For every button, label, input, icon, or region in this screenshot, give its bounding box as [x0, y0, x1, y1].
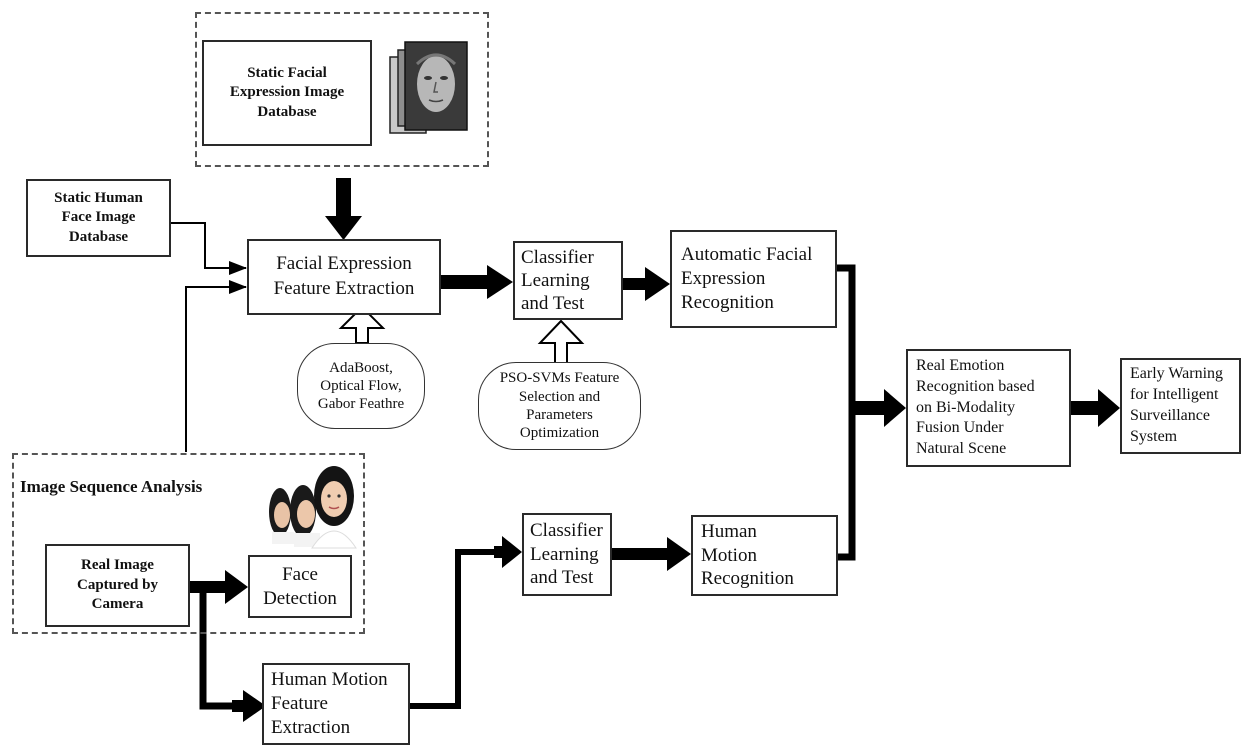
static-face-db-line: Database: [68, 228, 129, 245]
classifier-bottom-box: Classifier Learning and Test: [522, 513, 612, 596]
auto-recognition-line: Recognition: [681, 292, 774, 314]
arrow-classifier-to-auto-recognition: [623, 267, 670, 301]
early-warning-line: Surveillance: [1130, 407, 1210, 424]
image-sequence-title: Image Sequence Analysis: [20, 477, 203, 496]
image-sequence-group: [12, 453, 365, 634]
static-face-db-line: Static Human: [54, 189, 143, 206]
pso-svm-bubble: PSO-SVMs Feature Selection and Parameter…: [478, 362, 641, 450]
feature-extraction-line: Facial Expression: [276, 253, 412, 275]
feature-methods-line: AdaBoost,: [329, 359, 393, 376]
motion-recognition-box: Human Motion Recognition: [691, 515, 838, 596]
pso-svm-line: Optimization: [519, 425, 600, 442]
arrow-pso-to-classifier: [537, 319, 585, 364]
early-warning-box: Early Warning for Intelligent Surveillan…: [1120, 358, 1241, 454]
face-detection-line: Face: [282, 563, 318, 585]
early-warning-line: System: [1130, 427, 1178, 445]
line-motion-extraction-to-classifier: [410, 549, 498, 709]
motion-recognition-line: Motion: [701, 544, 757, 566]
static-expression-db-line: Database: [257, 103, 317, 120]
arrow-into-classifier-bottom: [494, 536, 522, 568]
classifier-top-line: Classifier: [521, 246, 594, 268]
static-expression-db-group: [195, 12, 489, 167]
early-warning-line: for Intelligent: [1130, 386, 1219, 404]
auto-recognition-line: Expression: [681, 267, 766, 289]
real-emotion-line: Recognition based: [916, 377, 1035, 395]
classifier-top-box: Classifier Learning and Test: [513, 241, 623, 320]
motion-recognition-line: Human: [701, 520, 757, 542]
arrow-fusion-to-warning: [1071, 389, 1120, 427]
arrow-sequence-to-extraction: [185, 280, 247, 452]
arrow-into-motion-extraction: [232, 690, 266, 722]
real-emotion-line: on Bi-Modality: [916, 398, 1016, 416]
real-emotion-line: Real Emotion: [916, 357, 1005, 374]
feature-extraction-line: Feature Extraction: [273, 278, 415, 299]
real-image-box: Real Image Captured by Camera: [45, 544, 190, 627]
real-emotion-box: Real Emotion Recognition based on Bi-Mod…: [906, 349, 1071, 467]
face-detection-box: Face Detection: [248, 555, 352, 618]
static-face-db-box: Static Human Face Image Database: [26, 179, 171, 257]
arrow-classifier-to-motion-recognition: [612, 537, 691, 571]
line-real-image-to-motion-extraction: [199, 590, 236, 710]
feature-methods-line: Optical Flow,: [320, 377, 402, 394]
arrow-into-fusion: [852, 389, 906, 427]
line-auto-recognition-to-fusion: [837, 264, 856, 561]
feature-extraction-box: Facial Expression Feature Extraction: [247, 239, 441, 315]
static-expression-db-line: Static Facial: [247, 64, 327, 81]
static-expression-db-line: Expression Image: [229, 84, 345, 101]
motion-extraction-line: Human Motion: [271, 669, 388, 691]
motion-extraction-box: Human Motion Feature Extraction: [262, 663, 410, 745]
feature-methods-bubble: AdaBoost, Optical Flow, Gabor Feathre: [297, 343, 425, 429]
face-sequence-icon: [269, 466, 357, 549]
face-photo-stack-icon: [389, 41, 468, 134]
pso-svm-line: Parameters: [526, 407, 593, 423]
classifier-top-line: and Test: [521, 293, 585, 315]
static-expression-db-box: Static Facial Expression Image Database: [202, 40, 372, 146]
motion-extraction-line: Feature: [271, 693, 328, 715]
arrow-static-db-to-extraction: [170, 222, 247, 275]
pso-svm-line: PSO-SVMs Feature: [499, 370, 620, 387]
real-image-line: Real Image: [81, 557, 154, 574]
pso-svm-line: Selection and: [518, 388, 601, 405]
auto-recognition-line: Automatic Facial: [681, 243, 813, 265]
arrow-methods-to-extraction: [338, 305, 386, 344]
face-detection-line: Detection: [263, 587, 337, 609]
static-face-db-line: Face Image: [61, 209, 136, 226]
classifier-bottom-line: and Test: [530, 567, 594, 589]
arrow-real-image-to-face-detection: [190, 570, 248, 604]
classifier-top-line: Learning: [521, 269, 590, 291]
motion-recognition-line: Recognition: [701, 568, 794, 590]
real-emotion-line: Fusion Under: [916, 419, 1004, 437]
arrow-extraction-to-classifier: [441, 265, 513, 299]
real-image-line: Camera: [91, 596, 144, 613]
early-warning-line: Early Warning: [1130, 365, 1224, 383]
feature-methods-line: Gabor Feathre: [317, 396, 405, 413]
auto-recognition-box: Automatic Facial Expression Recognition: [670, 230, 837, 328]
motion-extraction-line: Extraction: [271, 716, 351, 738]
classifier-bottom-line: Learning: [530, 543, 599, 565]
classifier-bottom-line: Classifier: [530, 519, 603, 541]
real-image-line: Captured by: [77, 576, 158, 593]
real-emotion-line: Natural Scene: [916, 440, 1007, 458]
arrow-expression-db-to-extraction: [325, 178, 362, 240]
